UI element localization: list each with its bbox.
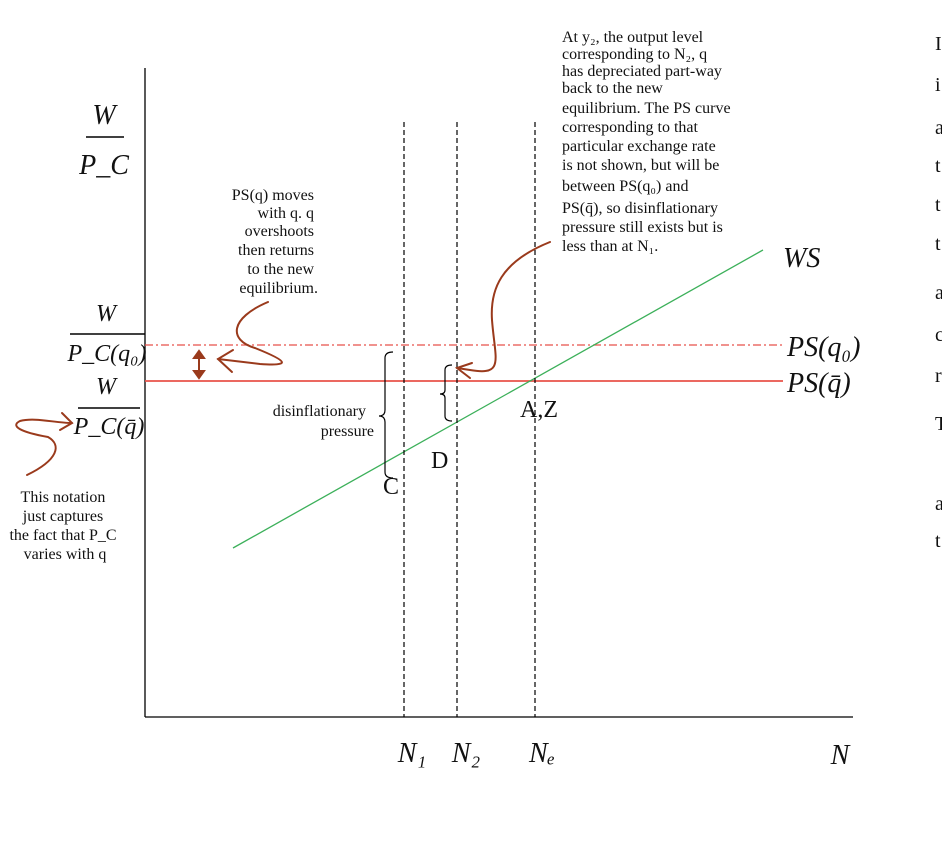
y-axis-label-numerator: W — [92, 100, 118, 131]
annotation-arrows — [15, 241, 551, 476]
squiggle-arrow-y2 — [456, 241, 551, 373]
ps-q0-label: PS(q₀) — [786, 332, 861, 363]
squiggle-arrow-ps-moves — [217, 301, 283, 366]
brace-small — [439, 364, 453, 422]
svg-text:I: I — [935, 33, 942, 55]
y-axis-label-denominator: P_C — [78, 150, 129, 181]
svg-text:T: T — [935, 413, 942, 435]
x-axis-label: N — [830, 740, 851, 771]
x-tick-n2: N₂ — [451, 738, 481, 769]
double-arrow-head-up — [192, 349, 206, 359]
ps-moves-note: PS(q) moves with q. q overshoots then re… — [232, 187, 318, 297]
point-az-label: A,Z — [520, 397, 558, 423]
arrowhead-y2 — [454, 362, 473, 379]
y-tick-upper-numerator: W — [96, 301, 118, 327]
x-tick-n1: N₁ — [397, 738, 426, 769]
brace-large — [378, 351, 394, 479]
svg-text:t: t — [935, 530, 941, 552]
svg-text:r: r — [935, 365, 942, 387]
squiggle-arrow-notation — [15, 418, 73, 476]
y-tick-lower-numerator: W — [96, 374, 118, 400]
svg-text:a: a — [935, 493, 942, 515]
svg-text:c: c — [935, 324, 942, 346]
y-tick-lower-denominator: P_C(q̄) — [73, 414, 145, 440]
double-arrow-head-down — [192, 370, 206, 380]
point-c-label: C — [383, 474, 399, 500]
cut-off-paragraph: I i a t t t a c r T a t — [935, 33, 942, 552]
svg-text:t: t — [935, 194, 941, 216]
ps-qbar-label: PS(q̄) — [786, 368, 851, 399]
ws-label: WS — [783, 243, 820, 274]
svg-text:t: t — [935, 233, 941, 255]
disinflation-label: disinflationary pressure — [273, 403, 374, 440]
svg-text:t: t — [935, 155, 941, 177]
arrowhead-notation — [59, 412, 74, 431]
x-tick-ne: Nₑ — [528, 738, 555, 769]
svg-text:a: a — [935, 282, 942, 304]
y-tick-upper-denominator: P_C(q₀) — [67, 341, 147, 367]
ws-line — [232, 249, 764, 549]
svg-text:a: a — [935, 117, 942, 139]
notation-note: This notation just captures the fact tha… — [9, 489, 120, 563]
svg-text:i: i — [935, 74, 941, 96]
y2-note: At y₂, the output level corresponding to… — [562, 29, 735, 255]
arrowhead-ps-moves — [216, 349, 234, 373]
point-d-label: D — [431, 448, 448, 474]
